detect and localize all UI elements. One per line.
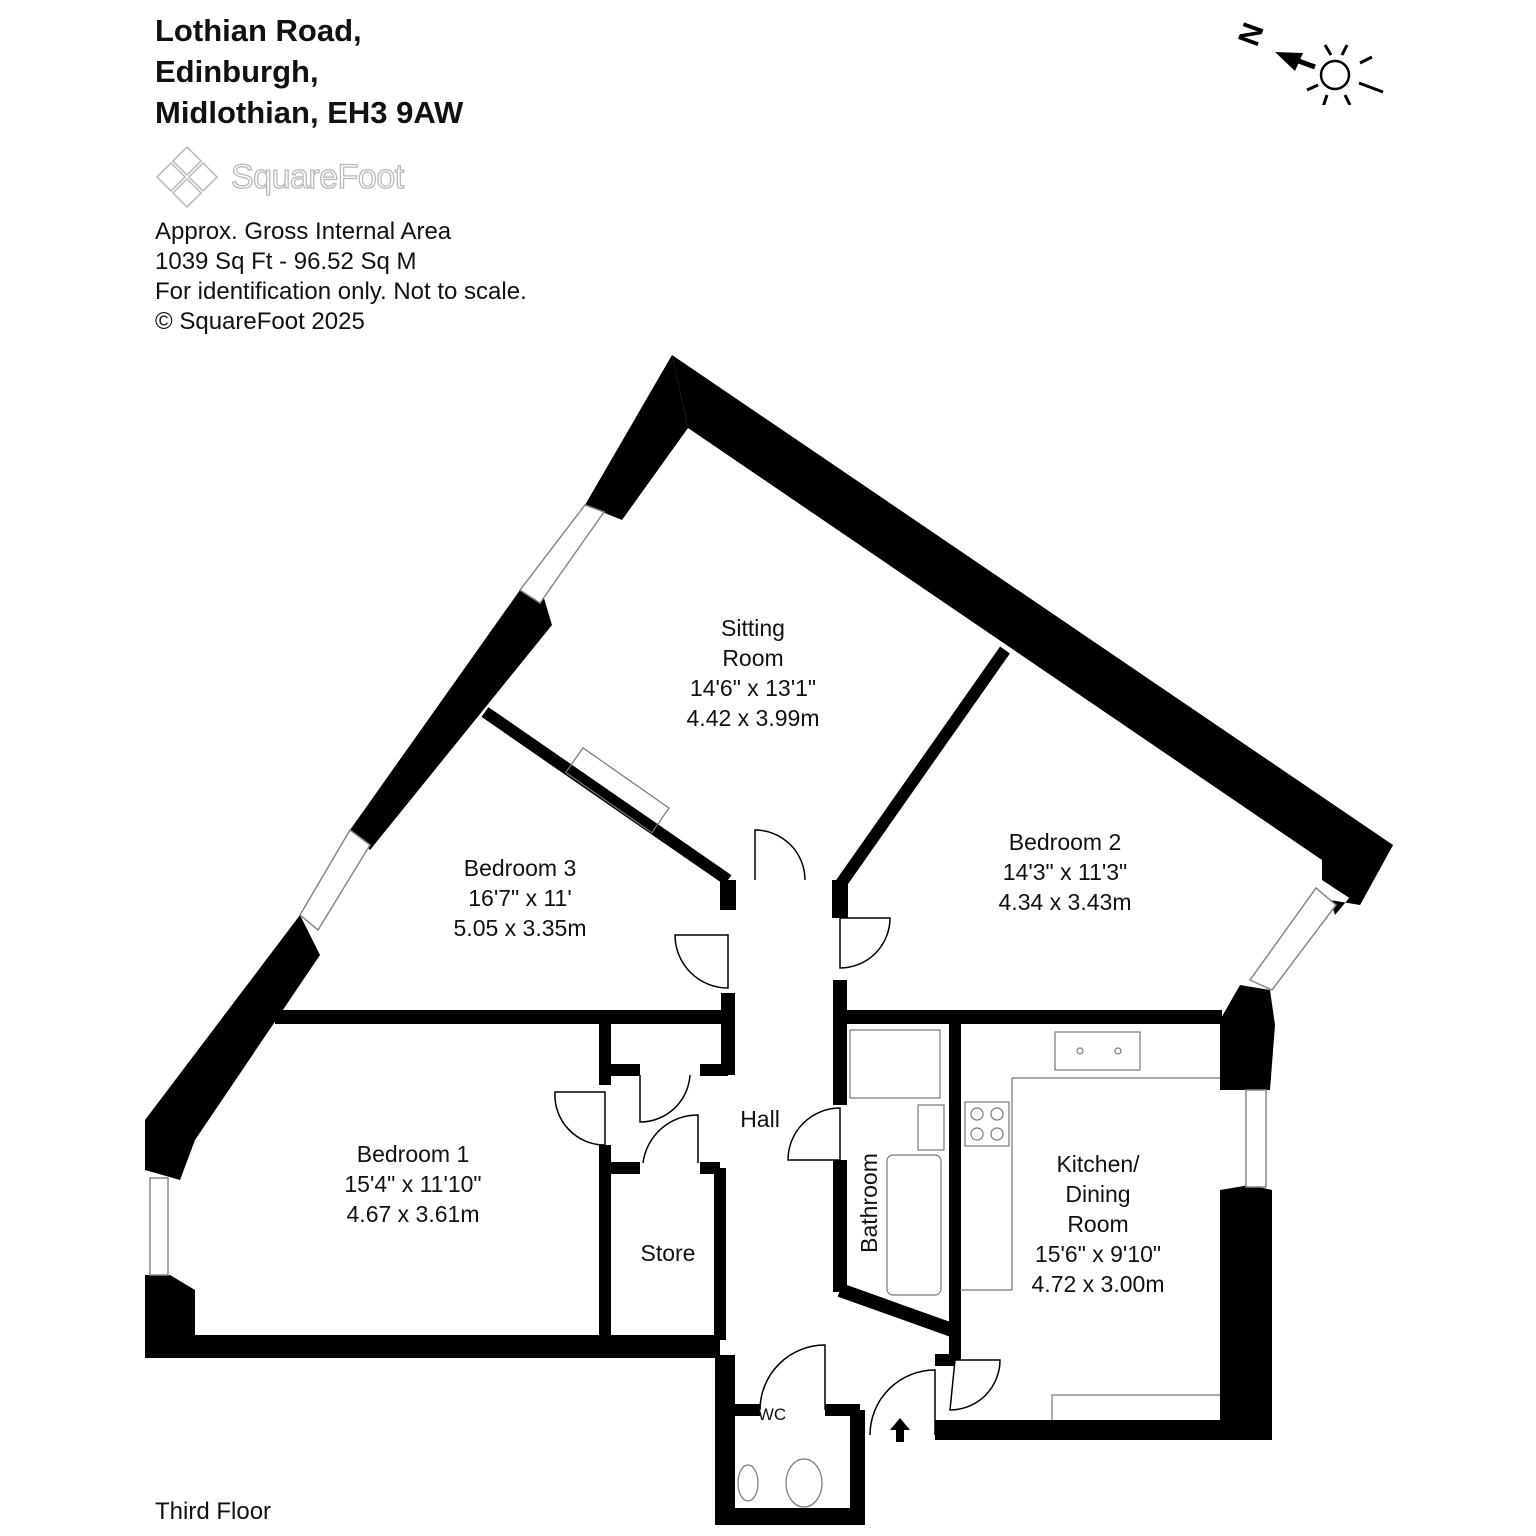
room-bedroom-2: Bedroom 2 14'3" x 11'3" 4.34 x 3.43m — [999, 829, 1132, 915]
door-cupboard[interactable] — [639, 1074, 691, 1123]
floor-label: Third Floor — [155, 1498, 272, 1525]
bedroom2-imperial: 14'3" x 11'3" — [1003, 859, 1127, 885]
basin-icon — [917, 1104, 945, 1151]
sitting-room-name-2: Room — [722, 645, 783, 671]
bedroom3-metric: 5.05 x 3.35m — [454, 915, 587, 941]
bedroom3-name: Bedroom 3 — [464, 855, 577, 881]
area-value: 1039 Sq Ft - 96.52 Sq M — [155, 248, 417, 275]
door-bedroom3[interactable] — [674, 934, 729, 989]
property-address: Lothian Road, Edinburgh, Midlothian, EH3… — [155, 10, 463, 133]
door-wc[interactable] — [759, 1344, 826, 1411]
door-kitchen[interactable] — [949, 1359, 1001, 1411]
kitchen-metric: 4.72 x 3.00m — [1032, 1271, 1165, 1297]
kitchen-name-3: Room — [1067, 1211, 1128, 1237]
fixtures — [564, 747, 1220, 1508]
door-bedroom1[interactable] — [554, 1091, 606, 1146]
bedroom1-name: Bedroom 1 — [357, 1141, 470, 1167]
bedroom1-metric: 4.67 x 3.61m — [347, 1201, 480, 1227]
hall-label: Hall — [740, 1106, 780, 1132]
door-bedroom2[interactable] — [839, 917, 891, 969]
wc-label: WC — [758, 1405, 786, 1424]
interior-walls — [275, 646, 1222, 1416]
sitting-room-name-1: Sitting — [721, 615, 785, 641]
address-line-2: Edinburgh, — [155, 54, 319, 89]
squarefoot-logo-icon — [155, 145, 219, 209]
door-sitting-room[interactable] — [754, 829, 806, 881]
bedroom1-imperial: 15'4" x 11'10" — [344, 1171, 481, 1197]
address-line-1: Lothian Road, — [155, 13, 362, 48]
kitchen-sink-icon — [1054, 1031, 1141, 1071]
entrance-arrow-icon — [890, 1418, 910, 1442]
copyright: © SquareFoot 2025 — [155, 308, 365, 335]
area-title: Approx. Gross Internal Area — [155, 218, 452, 245]
room-bedroom-3: Bedroom 3 16'7" x 11' 5.05 x 3.35m — [454, 855, 587, 941]
outer-walls — [145, 355, 1393, 1525]
kitchen-imperial: 15'6" x 9'10" — [1035, 1241, 1161, 1267]
toilet-icon — [785, 1458, 823, 1508]
kitchen-name-2: Dining — [1065, 1181, 1130, 1207]
room-bedroom-1: Bedroom 1 15'4" x 11'10" 4.67 x 3.61m — [344, 1141, 481, 1227]
north-arrow-sun-icon: N — [1235, 19, 1384, 105]
radiator — [564, 747, 670, 834]
sitting-room-metric: 4.42 x 3.99m — [687, 705, 820, 731]
kitchen-name-1: Kitchen/ — [1056, 1151, 1140, 1177]
doors — [554, 829, 1001, 1436]
disclaimer: For identification only. Not to scale. — [155, 278, 527, 305]
squarefoot-logo: SquareFoot — [155, 145, 405, 209]
door-bathroom[interactable] — [787, 1107, 841, 1161]
hob-icon — [964, 1101, 1010, 1147]
bedroom2-name: Bedroom 2 — [1009, 829, 1122, 855]
shower-icon — [849, 1029, 941, 1099]
area-info: Approx. Gross Internal Area 1039 Sq Ft -… — [155, 217, 527, 337]
room-kitchen: Kitchen/ Dining Room 15'6" x 9'10" 4.72 … — [1032, 1151, 1165, 1297]
door-entrance[interactable] — [869, 1369, 936, 1436]
address-line-3: Midlothian, EH3 9AW — [155, 95, 464, 130]
logo-text: SquareFoot — [230, 157, 404, 196]
bedroom2-metric: 4.34 x 3.43m — [999, 889, 1132, 915]
store-label: Store — [641, 1240, 696, 1266]
bedroom3-imperial: 16'7" x 11' — [468, 885, 571, 911]
bathroom-label: Bathroom — [856, 1153, 882, 1253]
wc-basin-icon — [737, 1464, 759, 1502]
sitting-room-imperial: 14'6" x 13'1" — [690, 675, 816, 701]
windows — [149, 504, 1338, 1276]
room-sitting-room: Sitting Room 14'6" x 13'1" 4.42 x 3.99m — [687, 615, 820, 731]
door-store[interactable] — [642, 1114, 699, 1164]
bath-icon — [886, 1154, 942, 1296]
